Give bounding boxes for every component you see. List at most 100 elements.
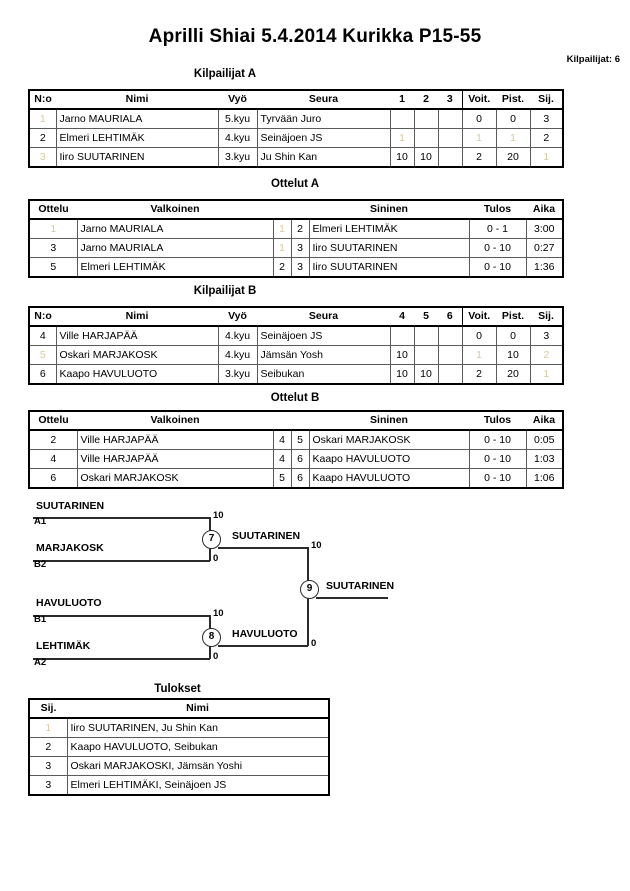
bracket-entry-seed: A2 xyxy=(34,657,47,668)
col-tulos: Tulos xyxy=(469,199,526,220)
cell-match-no: 2 xyxy=(28,429,78,450)
cell-rank: 3 xyxy=(529,108,564,129)
bracket-entry-name: LEHTIMÄK xyxy=(36,640,91,652)
cell-white-no: 1 xyxy=(272,218,292,239)
table-row: 3 Jarno MAURIALA 1 3 Iiro SUUTARINEN 0 -… xyxy=(28,238,564,258)
cell-name: Ville HARJAPÄÄ xyxy=(55,325,219,346)
col-aika: Aika xyxy=(526,199,564,220)
bracket-entry-name: HAVULUOTO xyxy=(36,597,102,609)
bracket-match-node-7[interactable]: 7 xyxy=(202,530,221,549)
col-no: N:o xyxy=(28,306,56,327)
bracket-line-final-out xyxy=(316,597,388,599)
cell-points: 1 xyxy=(495,128,531,148)
table-row: 3 Iiro SUUTARINEN 3.kyu Ju Shin Kan 10 1… xyxy=(28,147,564,168)
cell-no: 3 xyxy=(28,147,57,168)
bracket-entry-name: MARJAKOSK xyxy=(36,542,104,554)
cell-result: 0 - 10 xyxy=(468,449,527,469)
cell-name: Kaapo HAVULUOTO xyxy=(55,364,219,385)
cell-result: 0 - 10 xyxy=(468,257,527,278)
col-valkoinen: Valkoinen xyxy=(77,199,273,220)
cell-white: Jarno MAURIALA xyxy=(76,218,274,239)
col-pist: Pist. xyxy=(496,89,530,110)
table-row: 1 Jarno MAURIALA 1 2 Elmeri LEHTIMÄK 0 -… xyxy=(28,218,564,239)
bracket-line-top2 xyxy=(33,615,210,617)
cell-blue: Iiro SUUTARINEN xyxy=(308,257,470,278)
col-nimi: Nimi xyxy=(67,698,330,719)
cell-rank: 3 xyxy=(28,775,68,796)
bracket-winner-name: HAVULUOTO xyxy=(232,628,298,640)
pool-b-caption: Kilpailijat B xyxy=(193,285,257,297)
cell-m3 xyxy=(437,147,463,168)
table-row: 3 Oskari MARJAKOSKI, Jämsän Yoshi xyxy=(28,756,330,776)
cell-m1: 1 xyxy=(389,128,415,148)
cell-time: 1:03 xyxy=(525,449,564,469)
cell-blue-no: 3 xyxy=(290,257,310,278)
cell-no: 6 xyxy=(28,364,57,385)
bracket-line-bot2 xyxy=(33,658,210,660)
col-m3: 3 xyxy=(438,89,462,110)
elimination-bracket: SUUTARINEN A1 10 MARJAKOSK B2 0 7 SUUTAR… xyxy=(0,492,630,677)
bracket-entry-name: SUUTARINEN xyxy=(36,500,105,512)
cell-white: Ville HARJAPÄÄ xyxy=(76,449,274,469)
cell-club: Seinäjoen JS xyxy=(256,325,391,346)
cell-m4: 10 xyxy=(389,345,415,365)
cell-rank: 3 xyxy=(529,325,564,346)
cell-no: 4 xyxy=(28,325,57,346)
pool-b-table: N:o Nimi Vyö Seura 4 5 6 Voit. Pist. Sij… xyxy=(28,306,564,385)
col-aika: Aika xyxy=(526,410,564,431)
cell-wins: 0 xyxy=(461,325,497,346)
col-no: N:o xyxy=(28,89,56,110)
cell-name: Iiro SUUTARINEN, Ju Shin Kan xyxy=(66,717,330,738)
pool-a-table: N:o Nimi Vyö Seura 1 2 3 Voit. Pist. Sij… xyxy=(28,89,564,168)
cell-time: 0:05 xyxy=(525,429,564,450)
cell-m2 xyxy=(413,128,439,148)
cell-m5 xyxy=(413,345,439,365)
col-blue-no xyxy=(291,199,309,220)
cell-m4 xyxy=(389,325,415,346)
table-row: 5 Oskari MARJAKOSK 4.kyu Jämsän Yosh 10 … xyxy=(28,345,564,365)
col-white-no xyxy=(273,199,291,220)
cell-rank: 1 xyxy=(28,717,68,738)
cell-points: 20 xyxy=(495,364,531,385)
results-header-row: Sij. Nimi xyxy=(28,698,330,719)
cell-name: Elmeri LEHTIMÄKI, Seinäjoen JS xyxy=(66,775,330,796)
cell-rank: 3 xyxy=(28,756,68,776)
cell-blue: Iiro SUUTARINEN xyxy=(308,238,470,258)
cell-match-no: 3 xyxy=(28,238,78,258)
cell-rank: 1 xyxy=(529,147,564,168)
col-tulos: Tulos xyxy=(469,410,526,431)
cell-name: Oskari MARJAKOSK xyxy=(55,345,219,365)
cell-no: 2 xyxy=(28,128,57,148)
cell-m6 xyxy=(437,325,463,346)
bracket-match-node-8[interactable]: 8 xyxy=(202,628,221,647)
cell-wins: 2 xyxy=(461,364,497,385)
table-row: 1 Iiro SUUTARINEN, Ju Shin Kan xyxy=(28,717,330,738)
cell-white-no: 4 xyxy=(272,429,292,450)
col-sininen: Sininen xyxy=(309,410,469,431)
col-pist: Pist. xyxy=(496,306,530,327)
bracket-line-bot1 xyxy=(33,560,210,562)
cell-time: 3:00 xyxy=(525,218,564,239)
cell-club: Seibukan xyxy=(256,364,391,385)
cell-points: 0 xyxy=(495,325,531,346)
matches-a-header-row: Ottelu Valkoinen Sininen Tulos Aika xyxy=(28,199,564,220)
bracket-match-node-9[interactable]: 9 xyxy=(300,580,319,599)
bracket-score: 0 xyxy=(213,553,219,564)
pool-b-header-row: N:o Nimi Vyö Seura 4 5 6 Voit. Pist. Sij… xyxy=(28,306,564,327)
matches-b-caption: Ottelut B xyxy=(270,392,320,404)
bracket-score: 10 xyxy=(311,540,322,551)
cell-no: 1 xyxy=(28,108,57,129)
col-voit: Voit. xyxy=(461,89,496,110)
cell-result: 0 - 10 xyxy=(468,468,527,489)
cell-time: 0:27 xyxy=(525,238,564,258)
cell-m3 xyxy=(437,128,463,148)
cell-club: Tyrvään Juro xyxy=(256,108,391,129)
col-m5: 5 xyxy=(414,306,438,327)
col-m2: 2 xyxy=(414,89,438,110)
cell-club: Ju Shin Kan xyxy=(256,147,391,168)
table-row: 6 Oskari MARJAKOSK 5 6 Kaapo HAVULUOTO 0… xyxy=(28,468,564,489)
col-nimi: Nimi xyxy=(56,89,218,110)
cell-blue-no: 2 xyxy=(290,218,310,239)
cell-blue: Kaapo HAVULUOTO xyxy=(308,468,470,489)
